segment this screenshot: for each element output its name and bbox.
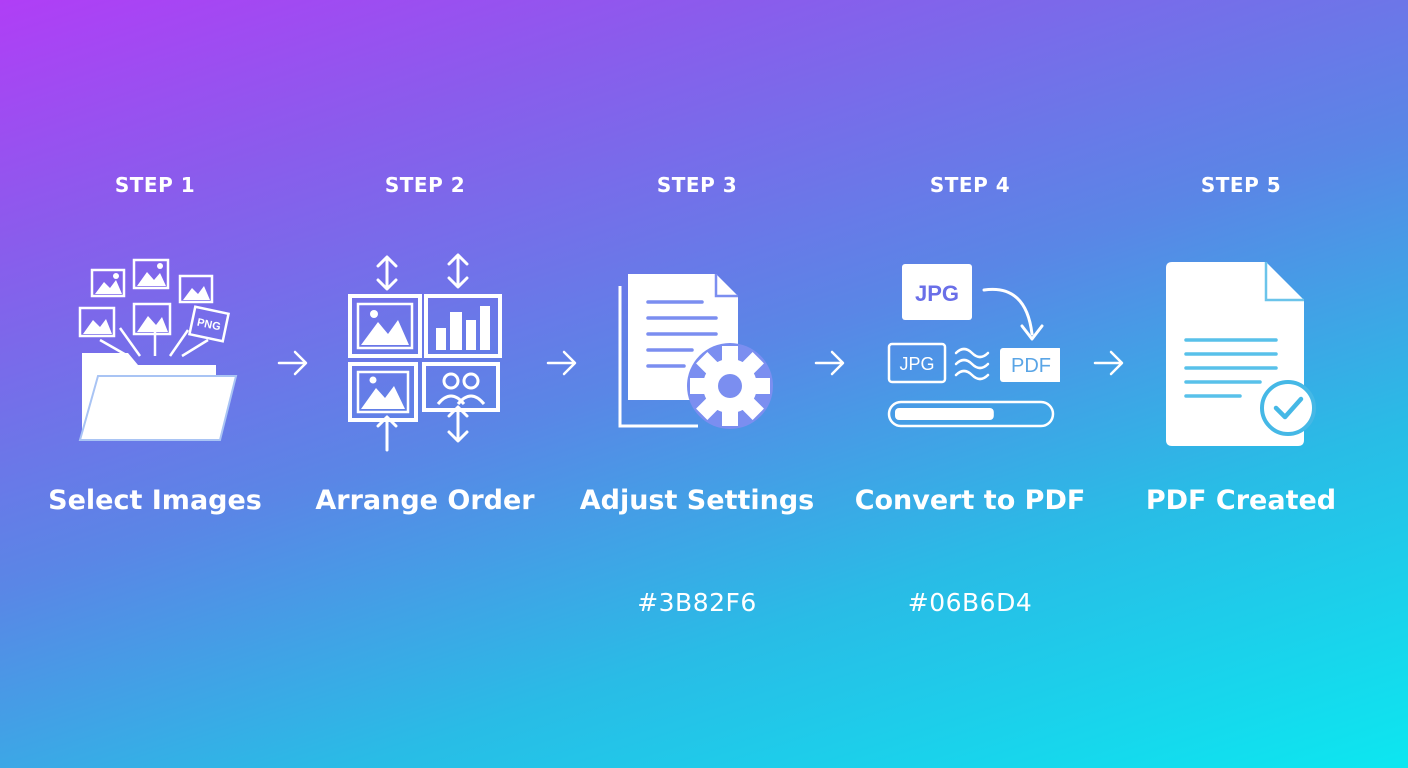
arrow-right-icon: [546, 350, 577, 376]
step-2-title: Arrange Order: [315, 485, 535, 516]
image-folder-icon: PNG: [70, 248, 240, 452]
jpg-to-pdf-icon: JPG JPG PDF: [880, 248, 1062, 442]
pdf-check-icon: [1156, 248, 1326, 462]
document-gear-icon: [612, 248, 782, 442]
progress-fill: [895, 408, 994, 420]
step-5: STEP 5 PDF Created: [1111, 0, 1371, 768]
arrow-right-icon: [277, 350, 308, 376]
step-4-label: STEP 4: [929, 173, 1011, 197]
step-3-title: Adjust Settings: [579, 485, 815, 516]
arrow-right-icon: [814, 350, 845, 376]
step-3: STEP 3: [567, 0, 827, 768]
step-5-title: PDF Created: [1145, 485, 1337, 516]
step-4-color-code: #06B6D4: [907, 588, 1033, 617]
svg-text:PNG: PNG: [196, 317, 222, 334]
step-3-label: STEP 3: [656, 173, 738, 197]
step-1-label: STEP 1: [114, 173, 196, 197]
pdf-badge-right: PDF: [1011, 355, 1051, 377]
step-4-title: Convert to PDF: [854, 485, 1086, 516]
arrow-right-icon: [1093, 350, 1124, 376]
arrange-images-icon: [340, 248, 510, 462]
step-5-label: STEP 5: [1200, 173, 1282, 197]
step-2: STEP 2: [295, 0, 555, 768]
step-2-label: STEP 2: [384, 173, 466, 197]
jpg-badge-top: JPG: [915, 281, 959, 306]
step-4: STEP 4 JPG JPG PDF Convert to PDF: [840, 0, 1100, 768]
step-3-color-code: #3B82F6: [637, 588, 757, 617]
jpg-badge-left: JPG: [899, 354, 934, 374]
step-1-title: Select Images: [48, 485, 262, 516]
step-1: STEP 1: [25, 0, 285, 768]
